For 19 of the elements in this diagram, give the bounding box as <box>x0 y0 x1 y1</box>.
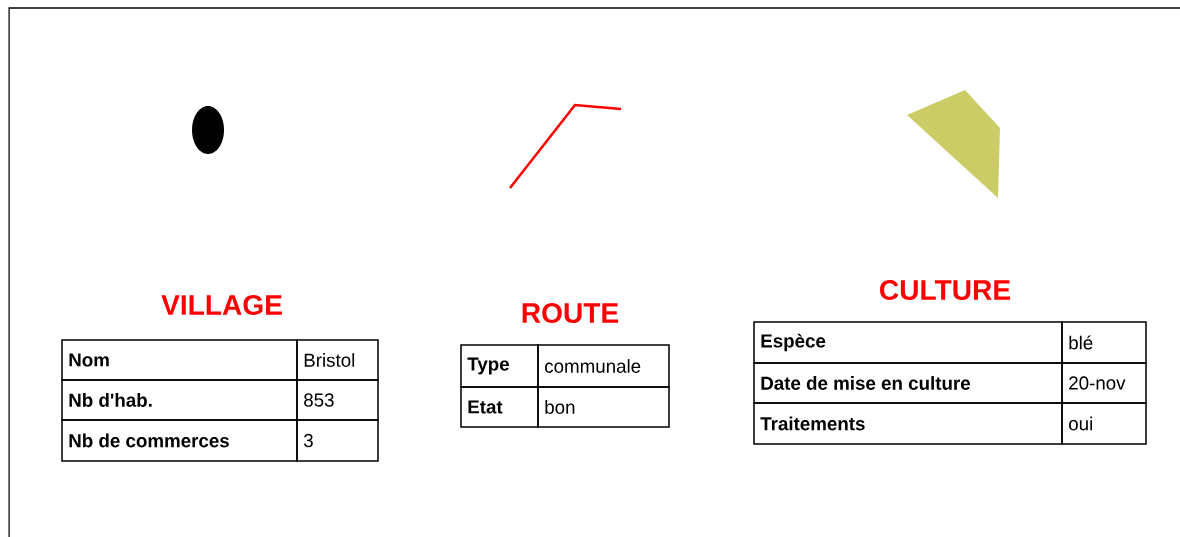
table-cell: Etat <box>460 386 539 428</box>
table-cell: Date de mise en culture <box>753 362 1063 404</box>
table-cell: bon <box>537 386 670 428</box>
table-cell: blé <box>1061 321 1147 364</box>
table-cell: Nb d'hab. <box>61 379 298 421</box>
table-title: VILLAGE <box>161 295 282 315</box>
table-cell: communale <box>537 344 670 388</box>
table-cell: 3 <box>296 419 379 462</box>
table-cell: Traitements <box>753 402 1063 445</box>
table-title: CULTURE <box>880 280 1010 300</box>
table-cell: Bristol <box>296 339 379 381</box>
table-cell: oui <box>1061 402 1147 445</box>
table-cell: Espèce <box>753 321 1063 364</box>
table-cell: Nb de commerces <box>61 419 298 462</box>
table-cell: 853 <box>296 379 379 421</box>
table-cell: Type <box>460 344 539 388</box>
table-title: ROUTE <box>522 303 619 323</box>
table-cell: Nom <box>61 339 298 381</box>
table-cell: 20-nov <box>1061 362 1147 404</box>
